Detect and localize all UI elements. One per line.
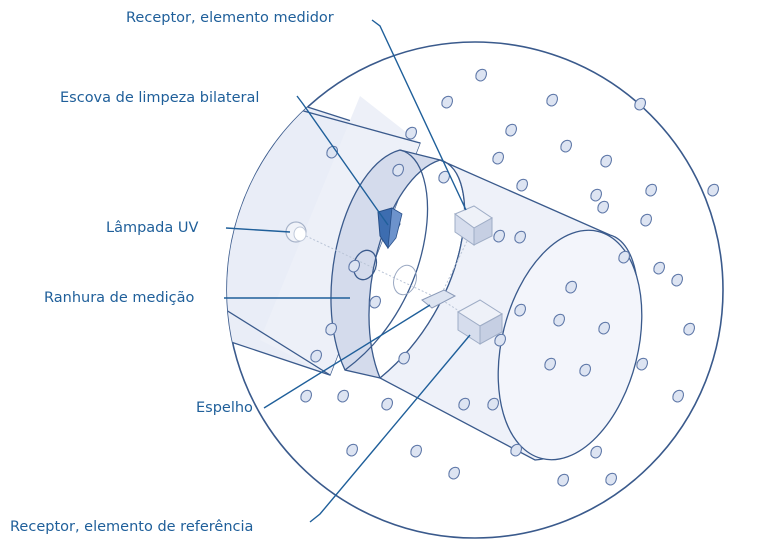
- particle: [605, 472, 617, 486]
- particle: [516, 178, 528, 192]
- particle: [600, 154, 612, 168]
- particle: [337, 389, 349, 403]
- particle: [410, 444, 422, 458]
- particle: [492, 151, 504, 165]
- particle: [487, 397, 499, 411]
- particle: [475, 68, 487, 82]
- particle: [565, 280, 577, 294]
- particles: [300, 68, 719, 487]
- leader-espelho: [263, 304, 431, 409]
- cylinder-end-face: [497, 229, 643, 461]
- particle: [438, 170, 450, 184]
- particle: [579, 363, 591, 377]
- particle: [510, 443, 522, 457]
- particle: [369, 295, 381, 309]
- leader-receptor-medidor: [371, 19, 467, 211]
- particle: [346, 443, 358, 457]
- particle: [494, 333, 506, 347]
- particle: [493, 229, 505, 243]
- receptor-reference: [457, 299, 503, 345]
- label-receptor-medidor: Receptor, elemento medidor: [126, 10, 334, 26]
- particle: [348, 259, 360, 273]
- particle: [325, 322, 337, 336]
- receptor-measuring: [453, 205, 493, 246]
- leader-lampada: [225, 227, 291, 233]
- particle: [671, 273, 683, 287]
- label-receptor-referencia: Receptor, elemento de referência: [10, 519, 253, 535]
- particle: [553, 313, 565, 327]
- particle: [557, 473, 569, 487]
- label-lampada: Lâmpada UV: [106, 220, 198, 236]
- particle: [448, 466, 460, 480]
- particle: [405, 126, 417, 140]
- particle: [645, 183, 657, 197]
- particle: [653, 261, 665, 275]
- particle: [707, 183, 719, 197]
- particle: [598, 321, 610, 335]
- particle: [636, 357, 648, 371]
- particle: [514, 303, 526, 317]
- particle: [505, 123, 517, 137]
- particle: [326, 145, 338, 159]
- particle: [514, 230, 526, 244]
- particle: [683, 322, 695, 336]
- particle: [300, 389, 312, 403]
- particle: [392, 163, 404, 177]
- light-beams: [305, 234, 471, 319]
- particle: [672, 389, 684, 403]
- particle: [634, 97, 646, 111]
- label-ranhura: Ranhura de medição: [44, 290, 195, 306]
- particle: [398, 351, 410, 365]
- particle: [544, 357, 556, 371]
- particle: [546, 93, 558, 107]
- particle: [590, 188, 602, 202]
- particle: [458, 397, 470, 411]
- labels: Receptor, elemento medidor Escova de lim…: [10, 10, 334, 535]
- particle: [310, 349, 322, 363]
- particle: [597, 200, 609, 214]
- leader-receptor-referencia: [309, 334, 471, 523]
- label-escova: Escova de limpeza bilateral: [60, 90, 259, 106]
- particle: [441, 95, 453, 109]
- particle: [560, 139, 572, 153]
- label-espelho: Espelho: [196, 400, 253, 416]
- particle: [590, 445, 602, 459]
- magnified-view: [226, 41, 724, 539]
- particle: [640, 213, 652, 227]
- particle: [381, 397, 393, 411]
- particle: [618, 250, 630, 264]
- leader-lines: [224, 19, 471, 523]
- leader-escova: [296, 95, 389, 226]
